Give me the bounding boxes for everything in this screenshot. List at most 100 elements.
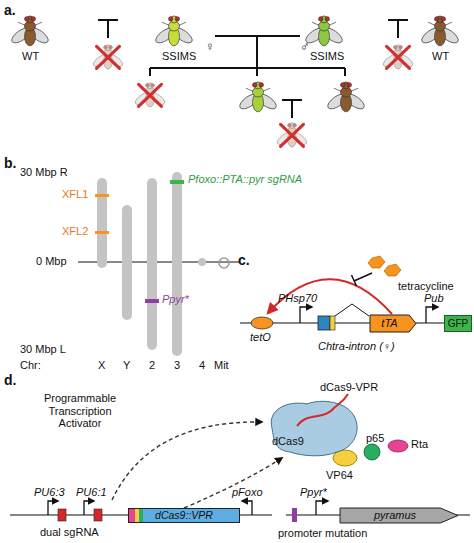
intron-label: Chtra-intron (♀)	[318, 340, 395, 353]
inhibition-symbol	[352, 273, 373, 286]
wild-type-fly	[419, 16, 460, 46]
p65-domain	[364, 444, 380, 460]
inhibition-symbol	[388, 20, 408, 38]
locus-label: Ppyr*	[162, 293, 189, 306]
exon-box	[318, 316, 330, 330]
promoter-label: PU6:1	[76, 486, 107, 499]
teto-site	[251, 317, 273, 329]
gene-arrow-box: tTA	[370, 315, 416, 332]
strain-label: WT	[432, 50, 449, 63]
cross-scheme	[9, 16, 460, 147]
promoter-arrow	[242, 501, 252, 515]
inhibition-symbol	[282, 100, 302, 118]
protein-name: dCas9	[272, 435, 304, 448]
wild-type-fly	[9, 16, 50, 46]
locus-label: Pfoxo::PTA::pyr sgRNA	[188, 173, 302, 186]
promoter-label: Pub	[424, 292, 444, 305]
gene-arrow-box: pyramus	[340, 508, 458, 523]
domain-label: VP64	[326, 469, 353, 482]
note-label: promoter mutation	[278, 527, 367, 540]
cross-bracket	[150, 36, 345, 76]
chromosome-bar	[122, 205, 132, 320]
panel-letter: b.	[4, 155, 16, 171]
dashed-arrow	[112, 422, 262, 500]
sgrna-box	[58, 509, 66, 521]
chromosome-label: 4	[199, 359, 205, 372]
activation-arc	[268, 279, 392, 314]
axis-label: 30 Mbp R	[20, 166, 68, 179]
ssims-fly	[237, 82, 278, 112]
sgrna-box	[94, 509, 102, 521]
inviable-fly	[133, 83, 166, 107]
promoter-label: pFoxo	[232, 486, 263, 499]
promoter-arrow	[300, 307, 312, 323]
chromosome-bar	[97, 178, 107, 268]
strain-label: SSIMS	[162, 50, 196, 63]
chromosome-label: 3	[174, 359, 180, 372]
dashed-connector	[184, 458, 282, 508]
chromosome-bar	[172, 172, 182, 356]
axis-label: 30 Mbp L	[20, 343, 66, 356]
ssims-fly	[153, 16, 194, 46]
intron-caret	[335, 304, 369, 316]
wild-type-fly	[325, 82, 366, 112]
panel-letter: d.	[4, 372, 16, 388]
rta-domain	[388, 440, 408, 452]
locus-mark	[95, 194, 109, 197]
arrow-shape	[340, 508, 458, 523]
callout-text: Programmable Transcription Activator	[28, 392, 132, 430]
mito-genome-ring	[219, 258, 229, 268]
promoter-arrow	[426, 307, 438, 323]
strain-label: WT	[22, 50, 39, 63]
promoter-label: Ppyr*	[300, 486, 327, 499]
promoter-label: PHsp70	[278, 292, 317, 305]
locus-mark	[95, 231, 109, 234]
promoter-arrow	[84, 501, 94, 515]
chromosome-label: Y	[123, 359, 130, 372]
strain-label: SSIMS	[310, 50, 344, 63]
dna-line	[240, 322, 472, 323]
inviable-fly	[275, 123, 308, 147]
promoter-arrow	[316, 501, 328, 515]
compound-label: tetracycline	[398, 280, 454, 293]
locus-label: XFL1	[62, 188, 88, 201]
gene-name: GFP	[445, 316, 471, 331]
tetracycline-molecule	[384, 264, 401, 276]
domain-label: Rta	[411, 438, 428, 451]
mutation-mark	[292, 508, 297, 522]
gene-box: dCas9::VPR	[128, 508, 240, 523]
pta-construct	[10, 422, 470, 522]
axis-label: 0 Mbp	[36, 255, 67, 268]
domain-label: p65	[366, 432, 384, 445]
protein-blob	[271, 401, 357, 455]
panel-letter: a.	[4, 2, 16, 18]
axis-label: Chr:	[20, 359, 41, 372]
chromosome-label: 2	[149, 359, 155, 372]
inviable-fly	[91, 45, 124, 69]
inhibition-symbol	[98, 20, 118, 38]
protein-name: dCas9-VPR	[320, 381, 378, 394]
gene-name: tTA	[370, 315, 409, 332]
promoter-arrow	[48, 501, 58, 515]
gene-name: pyramus	[340, 508, 450, 523]
panel-letter: c.	[238, 252, 250, 268]
exon-box	[330, 316, 335, 330]
gene-name: dCas9::VPR	[129, 509, 239, 522]
sex-symbol: ♀	[205, 40, 215, 55]
locus-label: XFL2	[62, 225, 88, 238]
promoter-label: PU6:3	[34, 486, 65, 499]
sgrna-strand	[297, 394, 348, 426]
reporter-box: GFP	[444, 315, 472, 332]
chromosome-label: Mit	[214, 359, 229, 372]
chromosome-label: X	[98, 359, 105, 372]
inviable-fly	[381, 45, 414, 69]
chromosome-dot	[198, 258, 206, 266]
locus-mark	[170, 180, 184, 184]
locus-mark	[145, 299, 159, 303]
sex-symbol: ♂	[300, 40, 310, 55]
protein-complex: dCas9-VPRdCas9	[262, 398, 362, 458]
element-label: tetO	[250, 331, 271, 344]
